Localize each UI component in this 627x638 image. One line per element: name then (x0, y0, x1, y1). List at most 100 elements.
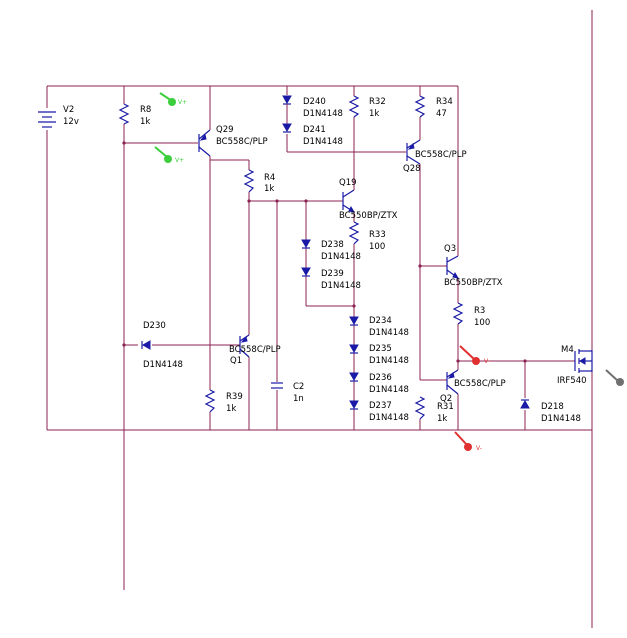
diode-d234[interactable]: D234 D1N4148 (349, 316, 409, 338)
resistor-r32[interactable]: R32 1k (348, 95, 386, 119)
transistor-q29[interactable]: Q29 BC558C/PLP (198, 125, 268, 157)
d230-ref-label: D230 (143, 321, 166, 331)
junction (275, 199, 279, 203)
probe-green-1-label: V+ (178, 99, 187, 106)
transistor-q19[interactable]: Q19 BC550BP/ZTX (339, 178, 398, 221)
junction (122, 343, 126, 347)
resistor-r3[interactable]: R3 100 (452, 302, 490, 328)
battery-v2[interactable]: V2 12v (38, 105, 79, 128)
d237-ref-label: D237 (369, 401, 392, 411)
probe-green-2-label: V+ (175, 157, 184, 164)
r31-value-label: 1k (437, 414, 447, 424)
resistor-r8[interactable]: R8 1k (118, 103, 151, 127)
resistor-r34[interactable]: R34 47 (414, 95, 453, 119)
q2-part-label: BC558C/PLP (454, 379, 506, 389)
transistor-q28[interactable]: BC558C/PLP Q28 (403, 139, 467, 174)
q28-ref-label: Q28 (403, 164, 421, 174)
d241-part-label: D1N4148 (303, 137, 343, 147)
probe-red-1-label: V- (484, 358, 490, 365)
probe-red-2-label: V- (476, 445, 482, 452)
r31-ref-label: R31 (437, 402, 454, 412)
d235-ref-label: D235 (369, 344, 392, 354)
d239-ref-label: D239 (321, 269, 344, 279)
capacitor-c2[interactable]: C2 1n (271, 382, 304, 404)
transistor-q3[interactable]: Q3 BC550BP/ZTX (444, 244, 503, 288)
probe-green-2[interactable]: V+ (154, 146, 184, 164)
diode-d218[interactable]: D218 D1N4148 (520, 399, 581, 424)
q29-part-label: BC558C/PLP (216, 137, 268, 147)
q2-ref-label: Q2 (440, 394, 452, 404)
d239-part-label: D1N4148 (321, 281, 361, 291)
q28-part-label: BC558C/PLP (415, 150, 467, 160)
m4-ref-label: M4 (561, 345, 574, 355)
diode-d240[interactable]: D240 D1N4148 (282, 95, 343, 124)
q1-part-label: BC558C/PLP (229, 345, 281, 355)
r8-ref-label: R8 (140, 105, 151, 115)
q29-ref-label: Q29 (216, 125, 234, 135)
diode-d237[interactable]: D237 D1N4148 (349, 400, 409, 423)
d241-ref-label: D241 (303, 125, 326, 135)
resistor-r39[interactable]: R39 1k (204, 389, 243, 414)
q1-ref-label: Q1 (230, 356, 242, 366)
diode-d236[interactable]: D236 D1N4148 (349, 372, 409, 395)
r4-value-label: 1k (264, 184, 274, 194)
r33-value-label: 100 (369, 242, 385, 252)
q19-ref-label: Q19 (339, 178, 357, 188)
r3-ref-label: R3 (474, 306, 485, 316)
diode-d230[interactable]: D230 D1N4148 (141, 321, 183, 370)
r34-value-label: 47 (436, 109, 447, 119)
r39-value-label: 1k (226, 404, 236, 414)
probe-green-1[interactable]: V+ (159, 92, 187, 106)
r3-value-label: 100 (474, 318, 490, 328)
v2-ref-label: V2 (63, 105, 74, 115)
diode-d241[interactable]: D241 D1N4148 (282, 123, 343, 147)
probe-gray[interactable] (605, 369, 624, 386)
resistor-r31[interactable]: R31 1k (414, 396, 454, 430)
r8-value-label: 1k (140, 117, 150, 127)
transistor-q1[interactable]: BC558C/PLP Q1 (229, 334, 281, 366)
d237-part-label: D1N4148 (369, 413, 409, 423)
probe-red-1[interactable]: V- (459, 345, 490, 365)
junction (304, 199, 308, 203)
d240-ref-label: D240 (303, 97, 326, 107)
junction (418, 264, 422, 268)
r33-ref-label: R33 (369, 230, 386, 240)
r32-value-label: 1k (369, 109, 379, 119)
c2-ref-label: C2 (293, 382, 304, 392)
d230-part-label: D1N4148 (143, 360, 183, 370)
d235-part-label: D1N4148 (369, 356, 409, 366)
d238-part-label: D1N4148 (321, 252, 361, 262)
diode-d239[interactable]: D239 D1N4148 (301, 267, 361, 291)
d218-ref-label: D218 (541, 402, 564, 412)
junction (352, 304, 356, 308)
r32-ref-label: R32 (369, 97, 386, 107)
junction (122, 141, 126, 145)
diode-d235[interactable]: D235 D1N4148 (349, 344, 409, 366)
d236-part-label: D1N4148 (369, 385, 409, 395)
transistor-q2[interactable]: BC558C/PLP Q2 (440, 369, 506, 404)
wires (46, 10, 593, 628)
junction (247, 199, 251, 203)
q3-part-label: BC550BP/ZTX (444, 278, 503, 288)
q3-ref-label: Q3 (444, 244, 456, 254)
q19-part-label: BC550BP/ZTX (339, 211, 398, 221)
v2-value-label: 12v (63, 117, 79, 127)
junction-dots (122, 141, 527, 363)
d234-part-label: D1N4148 (369, 328, 409, 338)
probe-red-2[interactable]: V- (454, 431, 482, 452)
diode-d238[interactable]: D238 D1N4148 (301, 239, 361, 262)
d236-ref-label: D236 (369, 373, 392, 383)
d218-part-label: D1N4148 (541, 414, 581, 424)
mosfet-m4[interactable]: M4 IRF540 (557, 345, 593, 386)
resistor-r33[interactable]: R33 100 (348, 221, 386, 252)
r4-ref-label: R4 (264, 173, 275, 183)
d238-ref-label: D238 (321, 240, 344, 250)
d234-ref-label: D234 (369, 316, 392, 326)
resistor-r4[interactable]: R4 1k (243, 169, 275, 194)
r34-ref-label: R34 (436, 97, 453, 107)
c2-value-label: 1n (293, 394, 304, 404)
junction (456, 359, 460, 363)
r39-ref-label: R39 (226, 392, 243, 402)
junction (523, 359, 527, 363)
